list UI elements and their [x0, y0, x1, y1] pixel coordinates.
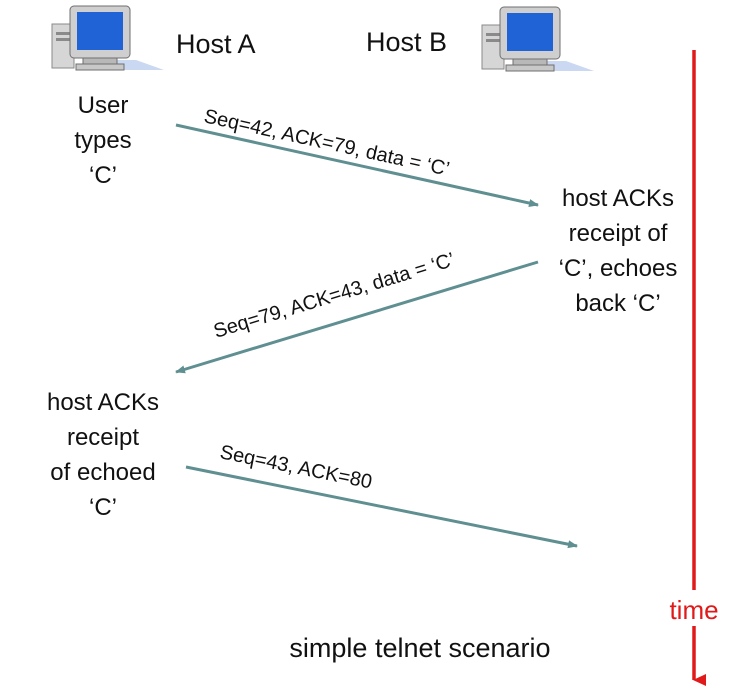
time-axis-label: time: [669, 595, 718, 625]
host-b-computer-icon: [481, 6, 594, 72]
note-line: back ‘C’: [575, 290, 660, 317]
message-arrow-2: [175, 260, 539, 374]
time-label-background: [662, 590, 726, 626]
message-arrow-1: [175, 123, 539, 207]
note-line: types: [74, 127, 131, 154]
message-label-2: Seq=79, ACK=43, data = ‘C’: [211, 249, 457, 343]
host-b-ack-note: host ACKs receipt of ‘C’, echoes back ‘C…: [559, 185, 678, 317]
message-label-1: Seq=42, ACK=79, data = ‘C’: [202, 105, 452, 180]
note-line: User: [78, 92, 129, 119]
diagram-caption: simple telnet scenario: [289, 633, 550, 663]
host-a-ack-note: host ACKs receipt of echoed ‘C’: [47, 389, 159, 521]
message-label-3: Seq=43, ACK=80: [218, 441, 374, 493]
message-arrow-3: [185, 465, 578, 549]
host-a-label: Host A: [176, 29, 256, 59]
note-line: receipt of: [569, 220, 668, 247]
note-line: of echoed: [50, 459, 155, 486]
host-b-label: Host B: [366, 27, 447, 57]
note-line: ‘C’: [89, 162, 117, 189]
note-line: ‘C’: [89, 494, 117, 521]
note-line: receipt: [67, 424, 139, 451]
host-a-computer-icon: [51, 5, 164, 71]
note-line: host ACKs: [47, 389, 159, 416]
user-types-note: User types ‘C’: [74, 92, 131, 189]
note-line: host ACKs: [562, 185, 674, 212]
note-line: ‘C’, echoes: [559, 255, 678, 282]
